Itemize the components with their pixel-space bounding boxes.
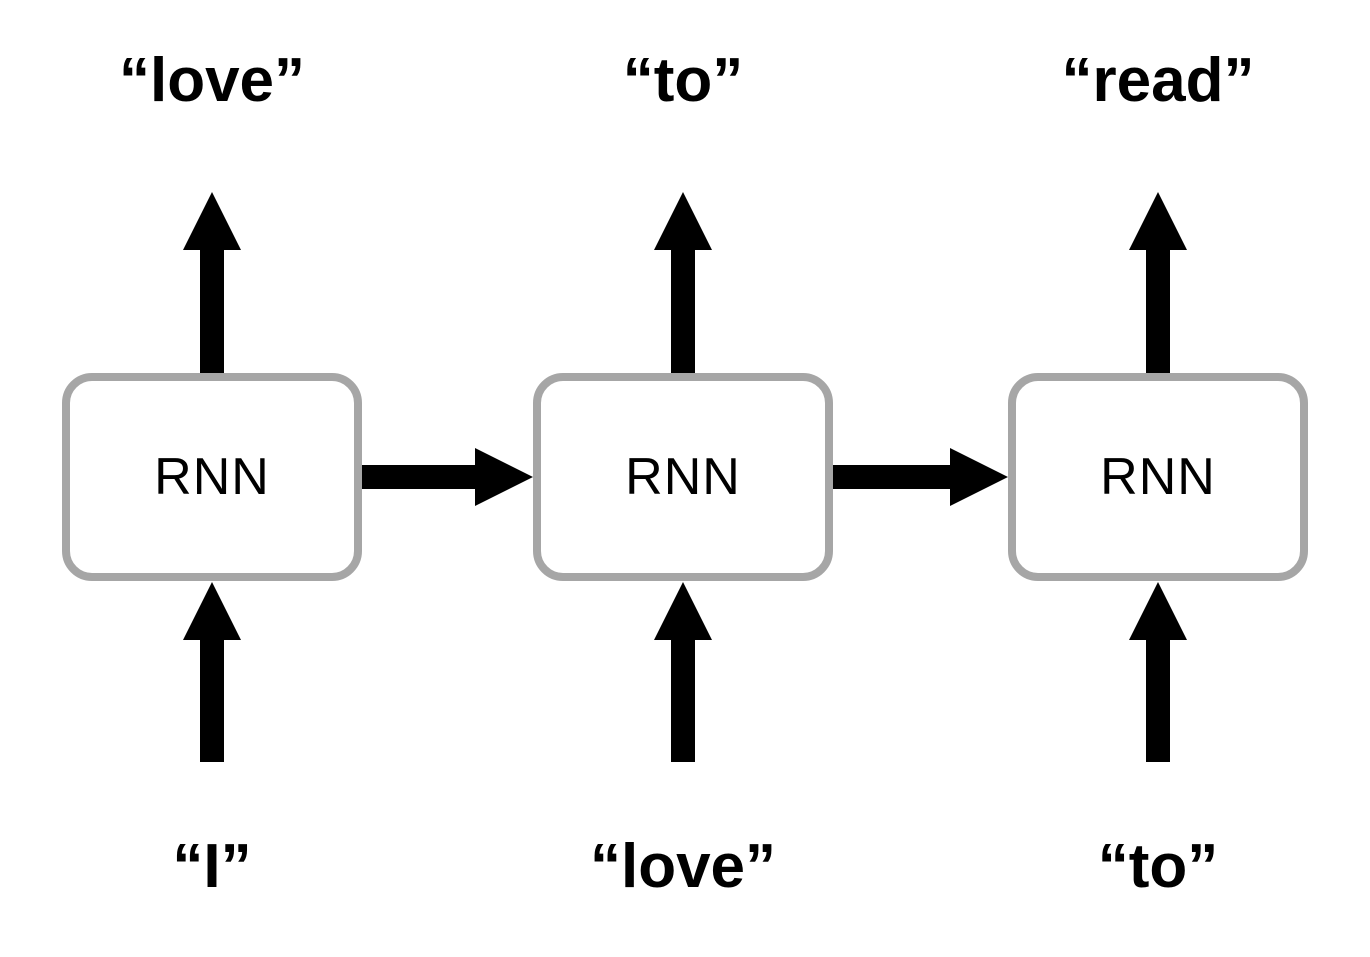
rnn-node-label: RNN xyxy=(625,448,741,506)
arrow-head xyxy=(1129,192,1187,250)
input-word-label: “I” xyxy=(172,832,252,901)
rnn-node-label: RNN xyxy=(1100,448,1216,506)
input-word-label: “love” xyxy=(589,832,777,901)
arrow-head xyxy=(475,448,533,506)
arrow-head xyxy=(183,582,241,640)
up-arrow-icon xyxy=(1129,582,1187,762)
arrow-head xyxy=(950,448,1008,506)
arrow-head xyxy=(654,192,712,250)
output-word-label: “read” xyxy=(1061,46,1255,115)
rnn-node: RNN xyxy=(533,373,833,581)
output-word-label: “love” xyxy=(118,46,306,115)
arrow-shaft xyxy=(671,640,695,762)
arrow-head xyxy=(183,192,241,250)
rnn-node-label: RNN xyxy=(154,448,270,506)
arrow-shaft xyxy=(833,465,950,489)
arrow-shaft xyxy=(200,250,224,373)
right-arrow-icon xyxy=(833,448,1008,506)
arrow-shaft xyxy=(671,250,695,373)
right-arrow-icon xyxy=(362,448,533,506)
arrow-head xyxy=(654,582,712,640)
up-arrow-icon xyxy=(1129,192,1187,373)
up-arrow-icon xyxy=(654,192,712,373)
up-arrow-icon xyxy=(183,192,241,373)
arrow-shaft xyxy=(1146,250,1170,373)
arrow-shaft xyxy=(362,465,475,489)
rnn-node: RNN xyxy=(62,373,362,581)
arrow-head xyxy=(1129,582,1187,640)
input-word-label: “to” xyxy=(1097,832,1219,901)
rnn-node: RNN xyxy=(1008,373,1308,581)
arrow-shaft xyxy=(200,640,224,762)
arrow-shaft xyxy=(1146,640,1170,762)
up-arrow-icon xyxy=(183,582,241,762)
up-arrow-icon xyxy=(654,582,712,762)
output-word-label: “to” xyxy=(622,46,744,115)
